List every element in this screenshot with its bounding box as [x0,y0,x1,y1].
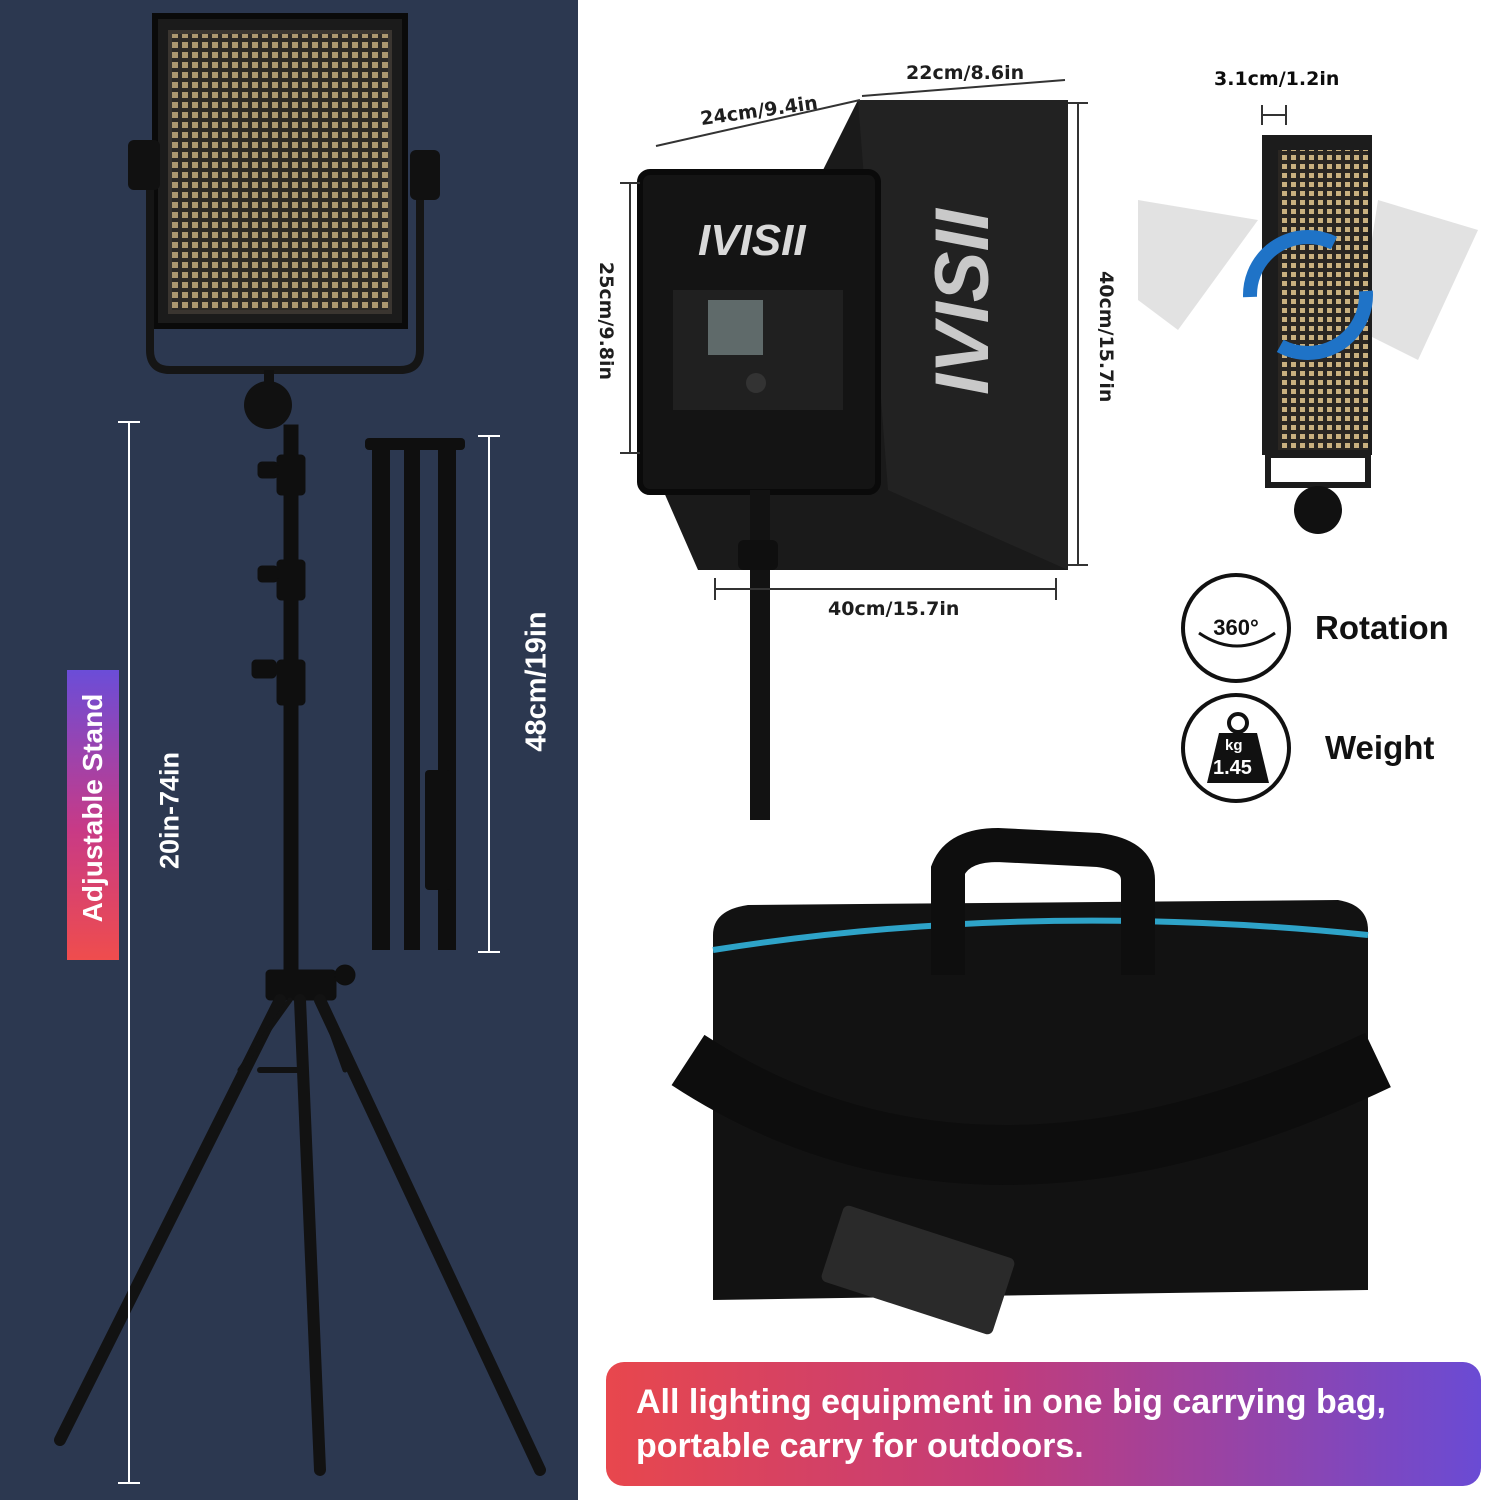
weight-shape-icon [1207,712,1269,783]
weight-feature: kg 1.45 Weight [1181,693,1434,803]
softbox-image: IVISII IVISII [637,100,1068,820]
rotation-arrow-icon [1198,631,1276,648]
softbox-bottom-width-label: 40cm/15.7in [828,598,960,620]
softbox-back-height-label: 40cm/15.7in [1095,271,1117,403]
weight-label: Weight [1325,729,1435,766]
stand-pole [251,424,356,1001]
rotation-icon: 360° [1181,573,1291,683]
stand-height-label: 20in-74in [154,751,185,870]
stand-height-dimension: 20in-74in [150,740,190,880]
weight-unit-text: kg [1225,737,1243,754]
led-panel-image [128,13,440,429]
rotating-panel-image [1138,135,1478,534]
banner-line-1: All lighting equipment in one big carryi… [636,1383,1386,1421]
stand-section: Adjustable Stand 20in-74in 48cm/19in [0,0,578,1500]
weight-icon: kg 1.45 [1181,693,1291,803]
rotation-feature: 360° Rotation [1181,573,1449,683]
promo-banner: All lighting equipment in one big carryi… [606,1362,1481,1486]
rotation-label: Rotation [1315,609,1449,646]
folded-stand [365,438,465,950]
softbox-depth-label: 22cm/8.6in [906,62,1025,84]
svg-text:IVISII: IVISII [920,207,1005,395]
softbox-dimension-lines [620,79,1287,600]
softbox-brand-text: IVISII [698,216,806,265]
details-illustration: IVISII IVISII [620,79,1478,1335]
banner-line-2: portable carry for outdoors. [636,1427,1084,1465]
panel-thickness-label: 3.1cm/1.2in [1214,68,1340,90]
adjustable-stand-tag: Adjustable Stand [67,670,119,960]
rotation-badge-text: 360° [1213,615,1259,640]
dimension-lines [118,421,500,1484]
tripod-legs [54,994,546,1476]
details-section: IVISII IVISII [578,0,1487,1500]
carrying-bag-image [671,827,1391,1335]
softbox-front-height-label: 25cm/9.8in [595,261,617,381]
stand-illustration [54,13,546,1484]
folded-height-label: 48cm/19in [520,611,553,752]
weight-value-text: 1.45 [1213,757,1252,779]
adjustable-stand-label: Adjustable Stand [77,693,108,923]
